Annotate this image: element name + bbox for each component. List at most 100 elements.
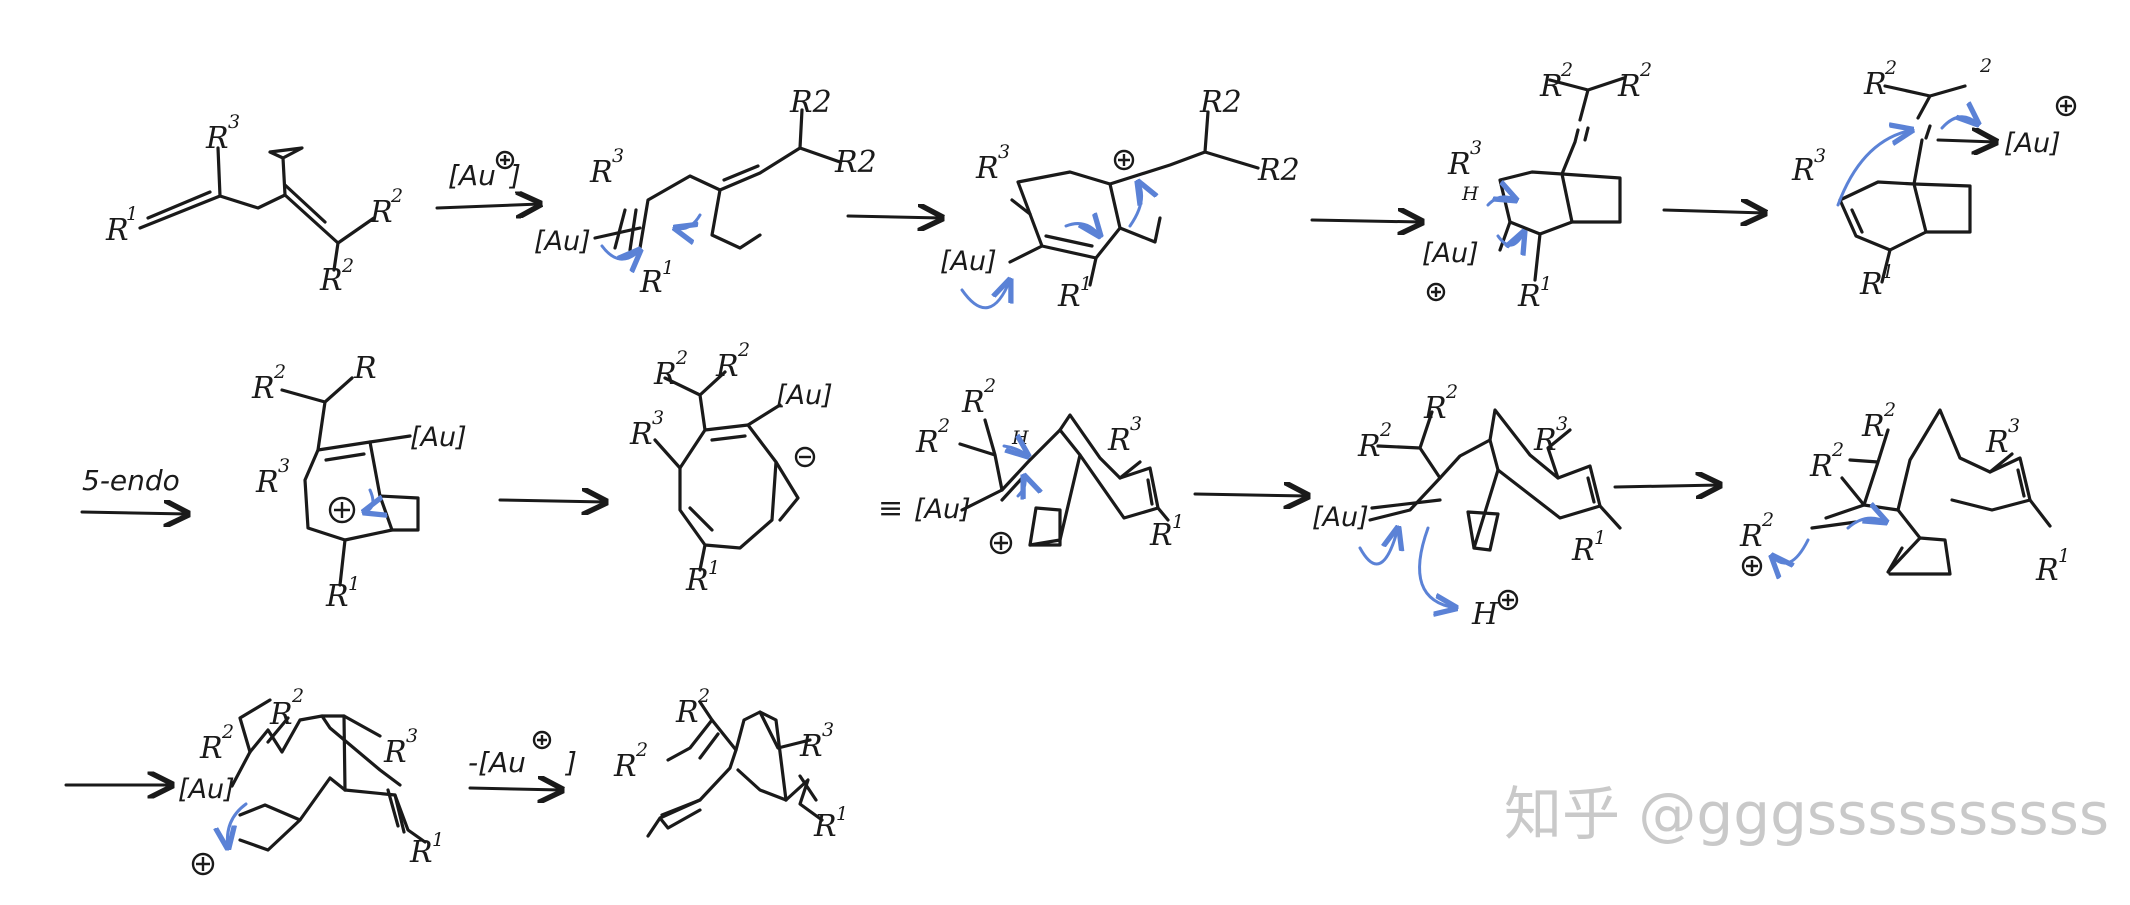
r1-superscript: 1 xyxy=(662,257,674,279)
r2-superscript: 2 xyxy=(1379,419,1392,441)
structure-9-proton-loss: R 2 R 2 [Au] R 3 R 1 H xyxy=(1312,381,1622,632)
r2-label: R xyxy=(251,371,275,406)
r2-label-left: R xyxy=(653,357,677,392)
r2-superscript: 2 xyxy=(937,415,950,437)
r2-label-right: R xyxy=(715,349,739,384)
r2-label-right: R xyxy=(1617,69,1641,104)
r2-superscript: 2 xyxy=(1761,509,1774,531)
r1-label: R xyxy=(1859,267,1883,302)
structure-3-cyclized-cation: R 3 [Au] R 1 R2 R2 xyxy=(940,85,1300,314)
r2-superscript-right: 2 xyxy=(1979,55,1992,77)
r1-label: R xyxy=(639,265,663,300)
r3-superscript: 3 xyxy=(1130,413,1142,435)
r3-label: R xyxy=(1533,423,1557,458)
svg-text:]: ] xyxy=(508,159,521,192)
plus-charge-icon xyxy=(1741,555,1763,577)
structure-2-gold-complex: R 3 [Au] R 1 R2 R2 xyxy=(534,85,877,300)
structure-4-bicyclic: R 3 H [Au] R 1 R 2 R 2 xyxy=(1422,59,1652,314)
structure-6-endo-cation: R 2 R [Au] R 3 R 1 xyxy=(251,351,467,614)
gold-label: [Au] xyxy=(410,422,467,453)
r2-label-top: R2 xyxy=(1199,85,1242,120)
r3-label: R xyxy=(1985,425,2009,460)
plus-charge-icon xyxy=(495,150,515,170)
structure-1-allene-enyne: R 1 R 3 R 2 R 2 xyxy=(105,111,403,298)
r2-label: R xyxy=(1357,429,1381,464)
reaction-arrow xyxy=(1310,220,1422,222)
r2-label-top: R xyxy=(1861,409,1885,444)
minus-charge-icon xyxy=(794,446,816,468)
hydrogen-label: H xyxy=(1461,183,1479,205)
condition-remove-gold: -[Au xyxy=(468,746,526,779)
r3-label: R xyxy=(255,465,279,500)
curved-arrow-icon xyxy=(1128,182,1142,228)
r3-superscript: 3 xyxy=(2008,415,2020,437)
r3-label: R xyxy=(1107,423,1131,458)
r2-label-top: R xyxy=(269,697,293,732)
r2-label-left: R xyxy=(1809,449,1833,484)
r2-label-top: R xyxy=(1423,391,1447,426)
structure-5-vinyl-cation: R 3 R 1 R 2 2 [Au] xyxy=(1791,55,2077,302)
r2-superscript: 2 xyxy=(273,361,286,383)
r1-superscript: 1 xyxy=(1172,511,1184,533)
reaction-arrow-5-endo: 5-endo xyxy=(80,464,188,514)
r2-label: R xyxy=(369,195,393,230)
curved-arrow-icon xyxy=(1358,528,1398,566)
svg-text:]: ] xyxy=(564,746,577,779)
reaction-arrow xyxy=(1613,485,1720,487)
condition-add-gold: [Au xyxy=(448,159,496,192)
r-label: R xyxy=(353,351,377,386)
structure-7-ring-expanded: R 2 R 2 [Au] R 3 R 1 xyxy=(629,339,833,598)
curved-arrow-icon xyxy=(600,246,640,259)
plus-charge-icon xyxy=(1426,282,1446,302)
r2-superscript: 2 xyxy=(1883,399,1896,421)
gold-label: [Au] xyxy=(178,774,235,805)
gold-label: [Au] xyxy=(534,226,591,257)
r1-label: R xyxy=(1057,279,1081,314)
hydrogen-label: H xyxy=(1011,427,1029,449)
r3-superscript: 3 xyxy=(278,455,290,477)
r2-label-right: R2 xyxy=(1257,153,1300,188)
reaction-arrow xyxy=(1193,494,1308,496)
gold-label: [Au] xyxy=(914,494,971,525)
reaction-arrow-remove-gold: -[Au ] xyxy=(468,730,577,790)
plus-charge-icon xyxy=(989,531,1013,555)
r3-label: R xyxy=(383,735,407,770)
r2-label-top: R2 xyxy=(789,85,832,120)
r2-superscript: 2 xyxy=(221,721,234,743)
r1-superscript: 1 xyxy=(1882,261,1894,283)
r1-superscript: 1 xyxy=(126,203,138,225)
curved-arrow-icon xyxy=(1002,446,1028,456)
r2-label: R xyxy=(613,749,637,784)
reaction-arrow xyxy=(846,216,942,218)
r3-superscript: 3 xyxy=(612,145,624,167)
r2-superscript: 2 xyxy=(983,375,996,397)
r1-label: R xyxy=(2035,553,2059,588)
proton-label: H xyxy=(1471,597,1499,632)
r2-superscript: 2 xyxy=(1639,59,1652,81)
condition-5-endo: 5-endo xyxy=(82,464,180,497)
structure-8-bridged: R 2 R 2 H [Au] R 3 R 1 xyxy=(914,375,1184,555)
r2-superscript: 2 xyxy=(1560,59,1573,81)
r3-superscript: 3 xyxy=(406,725,418,747)
r3-label: R xyxy=(629,417,653,452)
curved-arrow-icon xyxy=(1496,232,1524,245)
plus-charge-icon xyxy=(1497,589,1519,611)
curved-arrow-icon xyxy=(227,802,248,848)
r3-superscript: 3 xyxy=(998,141,1010,163)
r2-superscript: 2 xyxy=(635,739,648,761)
plus-charge-icon xyxy=(1113,149,1135,171)
r2-superscript: 2 xyxy=(1884,57,1897,79)
watermark-text: 知乎 @gggssssssssss xyxy=(1504,780,2109,848)
r2-superscript-lower: 2 xyxy=(341,255,354,277)
r2-superscript: 2 xyxy=(291,685,304,707)
plus-charge-icon xyxy=(328,496,356,524)
curved-arrow-icon xyxy=(1846,518,1886,530)
r2-superscript: 2 xyxy=(1445,381,1458,403)
r1-superscript: 1 xyxy=(432,829,444,851)
r1-superscript: 1 xyxy=(1540,273,1552,295)
r1-superscript: 1 xyxy=(348,573,360,595)
curved-arrow-icon xyxy=(960,280,1010,310)
r3-superscript: 3 xyxy=(228,111,240,133)
r2-label: R xyxy=(1739,519,1763,554)
